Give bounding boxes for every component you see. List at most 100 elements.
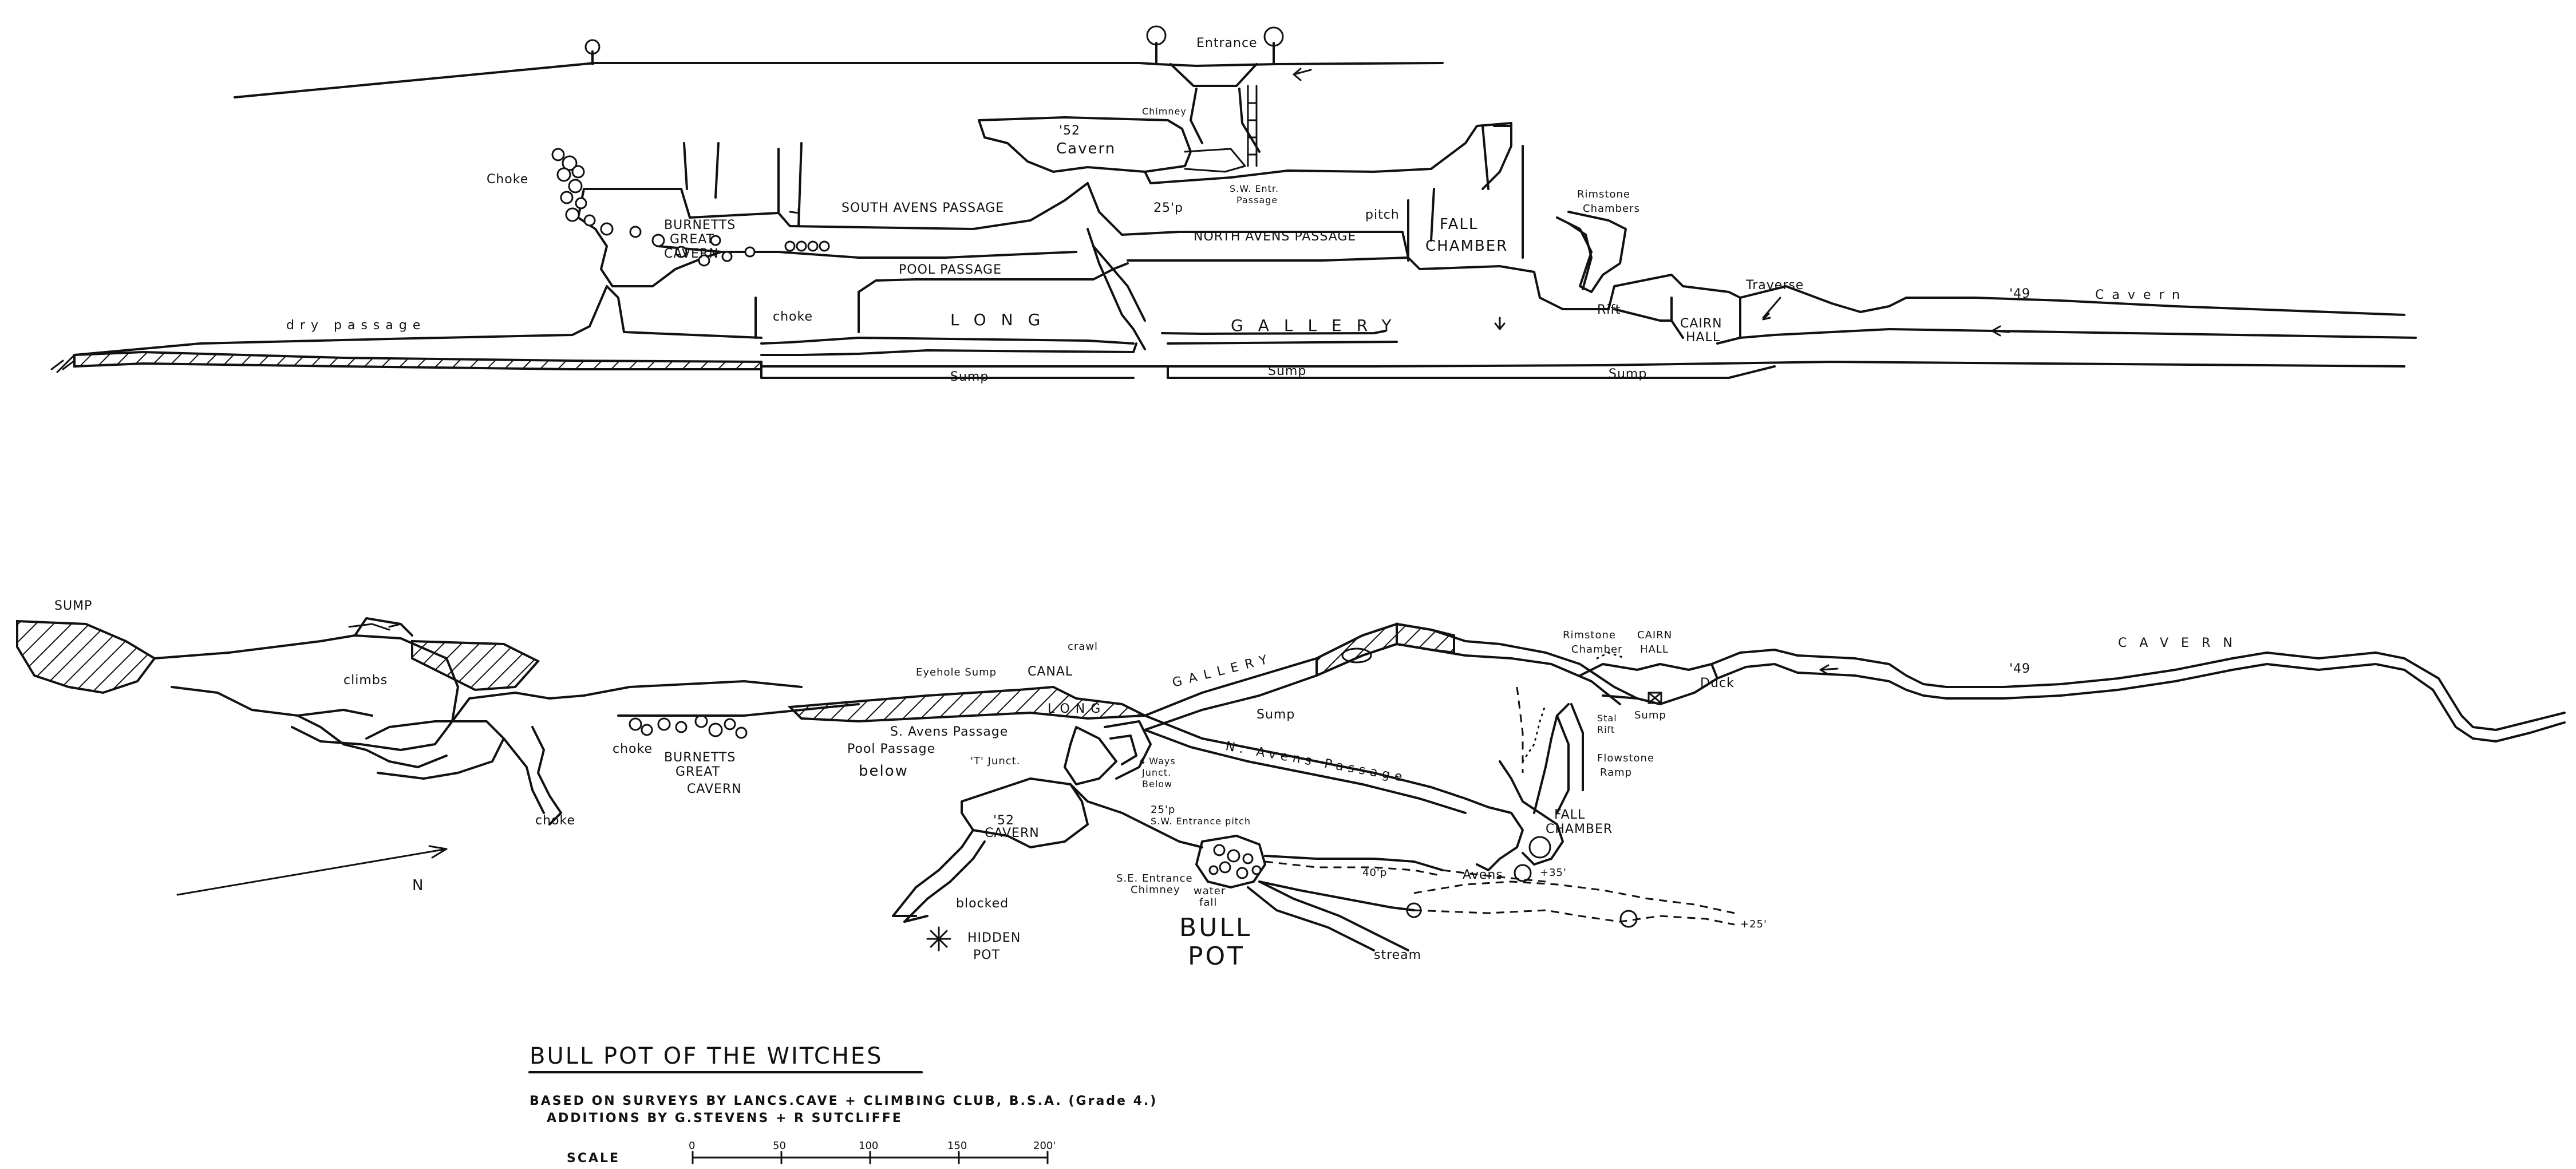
choke-label: Choke — [487, 172, 528, 187]
plan-cavern-49-b: CAVERN — [2118, 636, 2245, 650]
plan-sump-mid-label: Sump — [1257, 708, 1295, 722]
cavern-49-label-a: '49 — [2009, 287, 2030, 301]
hidden-pot-star-icon — [926, 926, 951, 951]
chimney-label: Chimney — [1142, 106, 1187, 117]
n-avens-passage — [1144, 714, 1490, 808]
pitch-25-label: 25'p — [1153, 201, 1183, 215]
plan-p25b-label: +25' — [1740, 918, 1767, 930]
surface-line — [234, 62, 1444, 98]
fall-chamber-plan — [1476, 806, 1524, 871]
sw-entrance-label-b: Passage — [1236, 195, 1278, 206]
plan-choke-left-label: choke — [535, 813, 575, 828]
cavern-49 — [1739, 285, 2405, 316]
credits-line-1: BASED ON SURVEYS BY LANCS.CAVE + CLIMBIN… — [530, 1094, 1157, 1108]
plan-waterfall-b: fall — [1199, 897, 1217, 909]
plan-fall-label-a: FALL — [1554, 808, 1585, 822]
south-avens-label: SOUTH AVENS PASSAGE — [841, 201, 1004, 215]
plan-four-ways-c: Below — [1142, 779, 1172, 789]
plan-pot-label: POT — [1188, 942, 1245, 971]
plan-rimstone-label: Rimstone — [1563, 629, 1616, 641]
south-avens-passage — [583, 182, 1089, 230]
plan-pool-label-b: below — [859, 763, 908, 780]
north-label: N — [412, 877, 424, 894]
plan-avens-label: Avens — [1463, 868, 1503, 882]
pool-passage-label: POOL PASSAGE — [899, 263, 1002, 277]
plan-stal-label-a: Stal — [1597, 713, 1617, 724]
dry-passage-label: dry passage — [286, 318, 426, 333]
sump-area — [16, 619, 156, 694]
plan-flowstone-label-b: Ramp — [1600, 767, 1632, 779]
plan-cairn-label: CAIRN — [1637, 629, 1672, 641]
burnetts-label-c: CAVERN — [664, 247, 719, 261]
plan-hidden-label-b: POT — [973, 948, 1000, 962]
scale-bar: 0 50 100 150 200' — [689, 1140, 1056, 1164]
plan-t-junct-label: 'T' Junct. — [970, 755, 1020, 767]
plan-p40-label: 40'p — [1362, 867, 1387, 879]
scale-tick-100: 100 — [859, 1140, 878, 1152]
plan-sump-right-label: Sump — [1634, 709, 1666, 721]
plan-four-ways-a: 4 Ways — [1139, 756, 1176, 767]
title-block: BULL POT OF THE WITCHES BASED ON SURVEYS… — [528, 1043, 1157, 1166]
tree-icon — [584, 39, 600, 65]
cavern-52-label-b: Cavern — [1056, 140, 1116, 157]
cairn-label-a: CAIRN — [1680, 317, 1722, 331]
fall-chamber-label-b: CHAMBER — [1425, 238, 1508, 255]
section-floor — [73, 350, 762, 370]
fall-chamber — [1407, 256, 1673, 310]
dry-passage — [73, 285, 762, 356]
plan-crawl-label: crawl — [1068, 641, 1098, 653]
plan-burnetts-label-c: CAVERN — [687, 782, 742, 796]
plan-canal-label: CANAL — [1028, 665, 1073, 679]
rimstone-label-a: Rimstone — [1577, 188, 1630, 200]
scale-tick-200: 200' — [1033, 1140, 1056, 1152]
plan-fall-label-b: CHAMBER — [1546, 822, 1613, 836]
entrance-shaft-pitch — [1247, 85, 1258, 167]
tree-icon — [1146, 25, 1167, 65]
plan-bull-label: BULL — [1179, 913, 1252, 942]
plan-sw-pitch-label: S.W. Entrance pitch — [1151, 816, 1251, 827]
scale-tick-0: 0 — [689, 1140, 695, 1152]
cairn-marker — [1647, 692, 1662, 704]
plan-boulders — [629, 714, 748, 739]
plan-burnetts-label-a: BURNETTS — [664, 751, 736, 765]
plan-long-label: LONG — [1048, 702, 1106, 716]
plan-gallery-label: GALLERY — [1171, 651, 1275, 690]
plan-pool-label-a: Pool Passage — [847, 742, 935, 756]
plan-burnetts-label-b: GREAT — [675, 765, 720, 779]
north-arrow — [176, 845, 448, 896]
credits-line-2: ADDITIONS BY G.STEVENS + R SUTCLIFFE — [547, 1111, 903, 1125]
plan-waterfall-a: water — [1194, 885, 1226, 897]
bull-pot-boulders — [1208, 844, 1262, 879]
scale-tick-150: 150 — [947, 1140, 967, 1152]
plan-four-ways-b: Junct. — [1141, 767, 1171, 778]
entrance-label: Entrance — [1196, 36, 1258, 50]
map-title: BULL POT OF THE WITCHES — [530, 1043, 883, 1069]
plan-cavern-49-a: '49 — [2009, 662, 2030, 676]
cavern-52-plan — [961, 777, 1089, 848]
plan-duck-label: Duck — [1700, 676, 1735, 690]
entrance-shaft — [1170, 63, 1261, 153]
plan-hidden-label-a: HIDDEN — [967, 931, 1021, 945]
upper-left-passage — [153, 634, 459, 751]
sump-label-2: Sump — [1268, 364, 1306, 378]
fall-chamber-label-a: FALL — [1440, 216, 1478, 233]
scale-tick-50: 50 — [773, 1140, 786, 1152]
cavern-49-label-b: Cavern — [2095, 288, 2188, 302]
plan-eyehole-label: Eyehole Sump — [916, 666, 997, 678]
plan-hall-label: HALL — [1640, 643, 1669, 655]
plan-s-avens-label: S. Avens Passage — [890, 725, 1008, 739]
plan-p35-label: +35' — [1540, 867, 1567, 879]
plan-climbs-label: climbs — [343, 673, 388, 688]
pool-passage — [858, 262, 1129, 293]
plan-cavern-52-b: CAVERN — [985, 826, 1040, 840]
plan-stal-label-b: Rift — [1597, 724, 1615, 735]
sw-entrance-label-a: S.W. Entr. — [1230, 183, 1279, 194]
plan-blocked-label: blocked — [956, 897, 1009, 911]
plan-chamber-label: Chamber — [1571, 643, 1622, 655]
tree-icon — [1263, 26, 1284, 65]
sump-label-3: Sump — [1609, 367, 1647, 381]
burnetts-label-b: GREAT — [670, 232, 714, 247]
plan-cavern-52-a: '52 — [993, 813, 1014, 828]
north-avens-label: NORTH AVENS PASSAGE — [1194, 230, 1356, 244]
